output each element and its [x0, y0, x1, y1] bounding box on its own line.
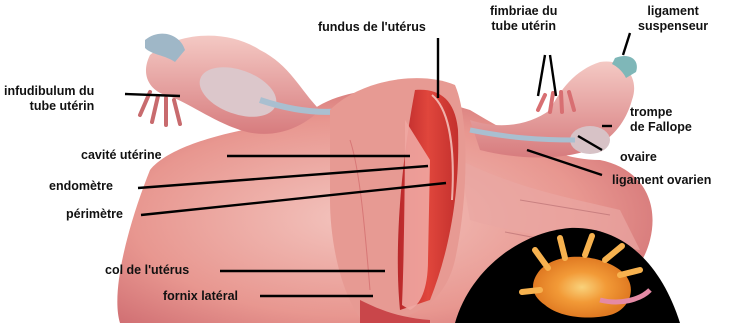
leader-fimbriae-1 [538, 55, 545, 96]
leader-ligament-suspenseur [623, 33, 630, 55]
label-fundus: fundus de l'utérus [318, 20, 426, 35]
label-fornix: fornix latéral [163, 289, 238, 304]
label-endometre: endomètre [49, 179, 113, 194]
label-cavite: cavité utérine [81, 148, 162, 163]
label-ligament-ovarien: ligament ovarien [612, 173, 711, 188]
label-col: col de l'utérus [105, 263, 189, 278]
label-ligament-suspenseur: ligament suspenseur [638, 4, 708, 34]
label-perimetre: périmètre [66, 207, 123, 222]
label-infundibulum: infudibulum du tube utérin [4, 84, 94, 114]
label-ovaire: ovaire [620, 150, 657, 165]
label-fimbriae: fimbriae du tube utérin [490, 4, 557, 34]
leader-fimbriae-2 [550, 55, 556, 96]
label-trompe: trompe de Fallope [630, 105, 692, 135]
